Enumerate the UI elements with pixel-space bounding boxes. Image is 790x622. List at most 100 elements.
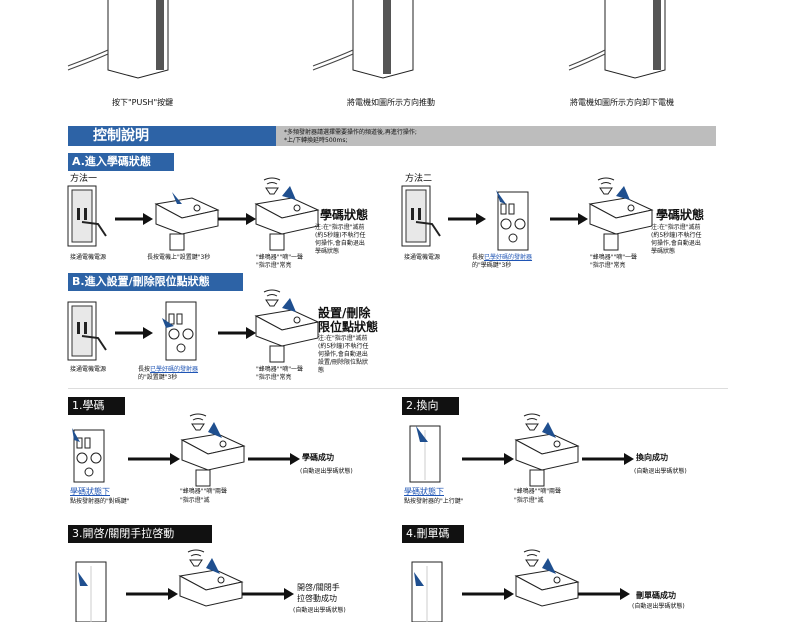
panel-2-title: 2.換向: [402, 397, 459, 415]
m2-caption-light: "指示燈"常亮: [590, 262, 626, 269]
arrow-right-icon: [448, 213, 486, 225]
m1-note-line: 學碼狀態: [315, 248, 340, 255]
panel-2-beep: "蜂鳴器""嘀"兩聲: [514, 488, 562, 495]
section-a-title: A.進入學碼狀態: [68, 153, 174, 171]
arrow-right-icon: [462, 453, 514, 465]
m2-caption-prefix: 長按: [472, 254, 485, 261]
panel-1-caption: 點按發射器的"對碼鍵": [70, 498, 130, 505]
panel-3-result-2: 拉啓動成功: [297, 594, 337, 603]
m1-caption-longpress: 長按電機上"設置鍵"3秒: [147, 254, 211, 261]
b-caption-longpress: 長按已學好碼的發射器: [138, 366, 198, 374]
m1-state-label: 學碼狀態: [320, 208, 369, 222]
panel-3-sub: (自動退出學碼狀態): [293, 607, 346, 614]
b-caption-power: 接通電機電源: [70, 366, 107, 373]
motor-illustration-1: [67, 0, 169, 79]
section-b-title: B.進入設置/刪除限位點狀態: [68, 273, 243, 291]
control-title: 控制說明: [93, 128, 149, 144]
remote-control-icon: [496, 190, 529, 251]
arrow-right-icon: [218, 213, 256, 225]
panel-1-sub: (自動退出學碼狀態): [300, 468, 353, 475]
m2-note-line: 學碼狀態: [651, 248, 676, 255]
panel-3-title: 3.開啓/關閉手拉啓動: [68, 525, 212, 543]
top-caption-push: 按下"PUSH"按鍵: [112, 98, 174, 107]
b-state-label-1: 設置/刪除: [318, 306, 371, 320]
m2-caption-link[interactable]: 已學好碼的發射器: [484, 254, 533, 261]
motor-beep-icon: [588, 177, 654, 251]
method-2-label: 方法二: [405, 174, 433, 184]
m1-note-line: 注:在"指示燈"滅前: [315, 224, 365, 231]
motor-beep-icon: [514, 413, 580, 487]
power-outlet-icon: [67, 301, 107, 361]
motor-beep-icon: [514, 549, 580, 607]
arrow-right-icon: [126, 588, 178, 600]
panel-1-link[interactable]: 學碼狀態下: [70, 487, 110, 496]
top-caption-push-motor: 將電機如圖所示方向推動: [347, 98, 435, 107]
b-caption-key: 的"設置鍵"3秒: [138, 374, 178, 381]
b-note: 注:在"指示燈"滅前 (約5秒鐘)不執行任 何操作,會自動退出 設置/刪除限位點…: [318, 335, 369, 375]
b-caption-beep: "蜂鳴器""嘀"一聲: [256, 366, 304, 373]
m2-caption-longpress: 長按已學好碼的發射器: [472, 254, 532, 262]
m1-note-line: 何操作,會自動退出: [315, 240, 365, 247]
control-note-2: *上/下轉換延時500ms;: [284, 137, 348, 144]
panel-2-caption: 點按發射器的"上行鍵": [404, 498, 464, 505]
b-note-line: 注:在"指示燈"滅前: [318, 335, 368, 342]
b-caption-light: "指示燈"常亮: [256, 374, 292, 381]
arrow-right-icon: [578, 588, 630, 600]
control-note-1: *多頻發射器請選擇需要操作的頻道後,再進行操作;: [284, 129, 417, 136]
arrow-right-icon: [550, 213, 588, 225]
m2-caption-beep: "蜂鳴器""嘀"一聲: [590, 254, 638, 261]
arrow-right-icon: [462, 588, 514, 600]
b-note-line: 何操作,會自動退出: [318, 351, 368, 358]
arrow-right-icon: [582, 453, 634, 465]
arrow-right-icon: [218, 327, 256, 339]
arrow-right-icon: [128, 453, 180, 465]
m2-caption-power: 接通電機電源: [404, 254, 441, 261]
motor-illustration-3: [568, 0, 666, 79]
panel-2-link[interactable]: 學碼狀態下: [404, 487, 444, 496]
arrow-right-icon: [242, 588, 294, 600]
arrow-right-icon: [115, 327, 153, 339]
b-note-line: 設置/刪除限位點狀: [318, 359, 369, 366]
remote-control-icon: [411, 561, 443, 622]
remote-control-icon: [409, 425, 441, 483]
m2-state-label: 學碼狀態: [656, 208, 705, 222]
motor-illustration-2: [312, 0, 414, 79]
panel-1-result: 學碼成功: [302, 453, 334, 462]
m1-caption-beep: "蜂鳴器""嘀"一聲: [256, 254, 304, 261]
power-outlet-icon: [67, 185, 107, 247]
b-state-label-2: 限位點狀態: [318, 320, 379, 334]
m1-caption-power: 接通電機電源: [70, 254, 107, 261]
remote-control-icon: [72, 428, 105, 483]
m1-caption-light: "指示燈"常亮: [256, 262, 292, 269]
m1-note-line: (約5秒鐘)不執行任: [315, 232, 366, 239]
top-caption-remove-motor: 將電機如圖所示方向卸下電機: [570, 98, 674, 107]
divider: [68, 388, 728, 389]
panel-4-sub: (自動退出學碼狀態): [632, 603, 685, 610]
panel-4-result: 刪單碼成功: [636, 591, 676, 600]
panel-4-title: 4.刪單碼: [402, 525, 464, 543]
remote-control-icon: [75, 561, 107, 622]
power-outlet-icon: [401, 185, 441, 247]
remote-control-icon: [162, 301, 197, 361]
panel-2-sub: (自動退出學碼狀態): [634, 468, 687, 475]
b-caption-link[interactable]: 已學好碼的發射器: [150, 366, 199, 373]
m1-note: 注:在"指示燈"滅前 (約5秒鐘)不執行任 何操作,會自動退出 學碼狀態: [315, 224, 366, 256]
b-caption-prefix: 長按: [138, 366, 151, 373]
panel-1-beep: "蜂鳴器""嘀"兩聲: [180, 488, 228, 495]
motor-beep-icon: [178, 549, 244, 607]
motor-beep-icon: [254, 177, 320, 251]
motor-beep-icon: [254, 289, 320, 363]
panel-2-light: "指示燈"滅: [514, 497, 544, 504]
m2-note: 注:在"指示燈"滅前 (約5秒鐘)不執行任 何操作,會自動退出 學碼狀態: [651, 224, 702, 256]
m2-note-line: 注:在"指示燈"滅前: [651, 224, 701, 231]
panel-2-result: 換向成功: [636, 453, 668, 462]
motor-head-icon: [154, 192, 220, 251]
arrow-right-icon: [248, 453, 300, 465]
method-1-label: 方法一: [70, 174, 98, 184]
m2-note-line: (約5秒鐘)不執行任: [651, 232, 702, 239]
m2-note-line: 何操作,會自動退出: [651, 240, 701, 247]
motor-beep-icon: [180, 413, 246, 487]
b-note-line: (約5秒鐘)不執行任: [318, 343, 369, 350]
panel-1-light: "指示燈"滅: [180, 497, 210, 504]
control-title-box: 控制說明: [68, 126, 276, 146]
